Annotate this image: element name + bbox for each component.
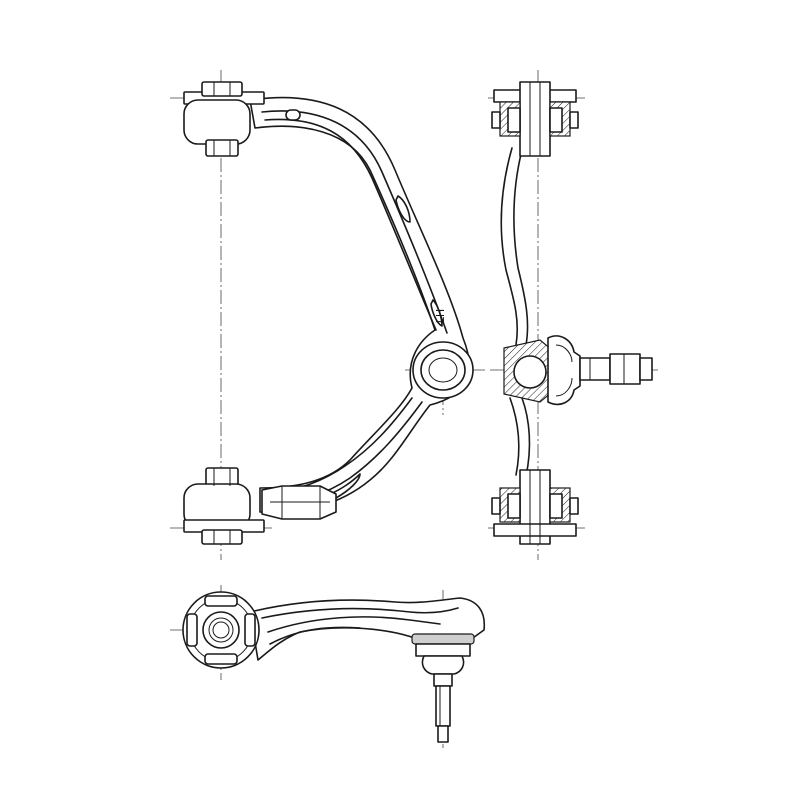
side-arm-edge-4	[521, 397, 531, 477]
balljoint-housing-inner	[420, 349, 466, 391]
side-marking-label: LH	[434, 309, 447, 323]
front-bushing-slots	[186, 595, 256, 665]
arm-slot-2	[395, 195, 411, 223]
front-bushing-bore	[208, 617, 234, 643]
front-arm-rib-2	[267, 616, 441, 633]
arm-rib-outer	[261, 110, 448, 334]
front-balljoint-stud-taper	[435, 685, 451, 727]
arm-slot-3	[430, 299, 443, 327]
top-view: LH	[170, 70, 485, 560]
side-arm-edge-1	[500, 147, 519, 346]
front-balljoint-body	[415, 643, 471, 657]
front-bushing-sleeve	[202, 611, 240, 649]
arm-slot-4	[329, 473, 361, 499]
side-arm-edge-2	[513, 149, 529, 346]
top-view-bushing-lower	[183, 467, 265, 545]
side-bushing-lower	[491, 469, 579, 545]
front-view	[170, 585, 486, 748]
side-arm-edge-3	[509, 397, 520, 476]
arm-rib-inner	[264, 118, 437, 331]
front-arm-rib-3	[269, 626, 361, 645]
front-balljoint-boot	[421, 655, 465, 675]
arm-slot-1	[285, 109, 301, 121]
side-view	[488, 70, 660, 560]
top-view-bushing-upper	[183, 81, 265, 157]
front-balljoint-seal	[411, 633, 475, 645]
balljoint-housing-bore	[428, 357, 458, 383]
side-bushing-upper	[491, 81, 579, 157]
side-balljoint-section	[503, 335, 653, 406]
front-balljoint-neck	[433, 673, 453, 687]
front-balljoint-stud-tip	[437, 725, 449, 743]
front-arm-rib-1	[261, 607, 459, 619]
front-bushing-bore-inner	[212, 621, 230, 639]
